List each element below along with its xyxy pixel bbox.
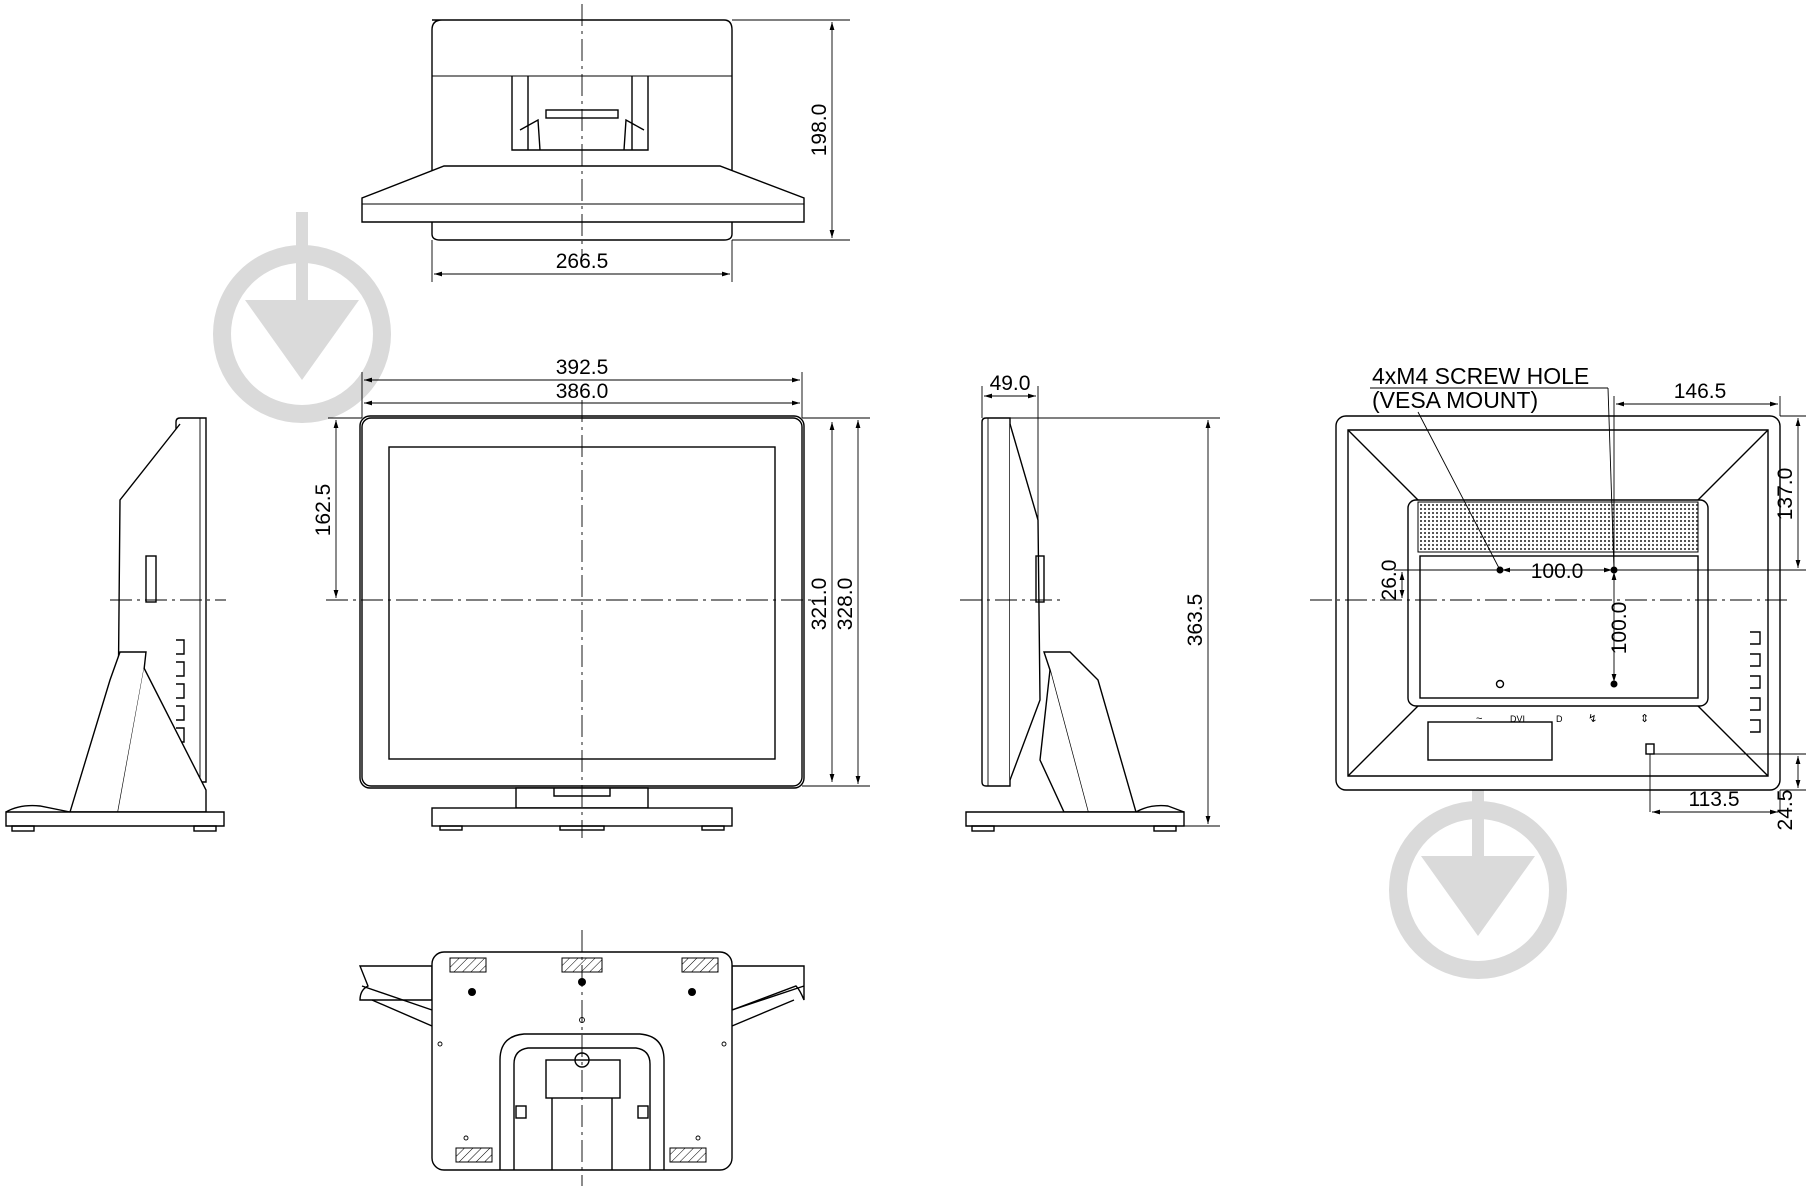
watermark-download-icon (1389, 768, 1567, 979)
dim-vesa-offset-top: 137.0 (1774, 468, 1797, 521)
left-side-view (5, 417, 226, 832)
svg-text:DVI: DVI (1510, 714, 1525, 724)
dim-top-height: 198.0 (808, 104, 831, 157)
rear-view: ~ DVI D ↯ ⇕ 4xM4 SCREW HOLE (VESA MOUNT)… (1310, 363, 1806, 830)
svg-text:⇕: ⇕ (1640, 713, 1649, 725)
svg-text:~: ~ (1476, 713, 1482, 725)
dim-lock-height: 24.5 (1774, 790, 1797, 831)
dim-vesa-offset-center: 26.0 (1378, 560, 1401, 601)
dim-side-depth: 49.0 (990, 372, 1031, 395)
dim-total-height: 363.5 (1184, 594, 1207, 647)
dim-vesa-v: 100.0 (1608, 602, 1631, 655)
port-icons: ~ DVI D ↯ ⇕ (1476, 713, 1649, 725)
screw-hole-note: 4xM4 SCREW HOLE (1372, 363, 1589, 389)
dim-front-outer-width: 392.5 (556, 356, 609, 379)
dim-front-center-height: 162.5 (312, 484, 335, 537)
svg-text:D: D (1556, 714, 1563, 724)
svg-text:↯: ↯ (1588, 713, 1597, 725)
bottom-view (358, 930, 805, 1186)
dim-top-width: 266.5 (556, 250, 609, 273)
dim-front-panel-width: 386.0 (556, 380, 609, 403)
right-side-view: 49.0 363.5 (960, 372, 1220, 832)
dim-lock-offset: 113.5 (1689, 788, 1740, 811)
front-view: 392.5 386.0 162.5 321.0 328.0 (312, 356, 870, 838)
dim-vesa-offset-right: 146.5 (1674, 380, 1727, 403)
watermark-download-icon (213, 212, 391, 423)
dim-front-outer-height: 328.0 (834, 578, 857, 631)
vesa-mount-note: (VESA MOUNT) (1372, 387, 1538, 413)
dim-vesa-h: 100.0 (1531, 560, 1584, 583)
top-view: 198.0 266.5 (361, 4, 850, 282)
dim-front-panel-height: 321.0 (808, 578, 831, 631)
